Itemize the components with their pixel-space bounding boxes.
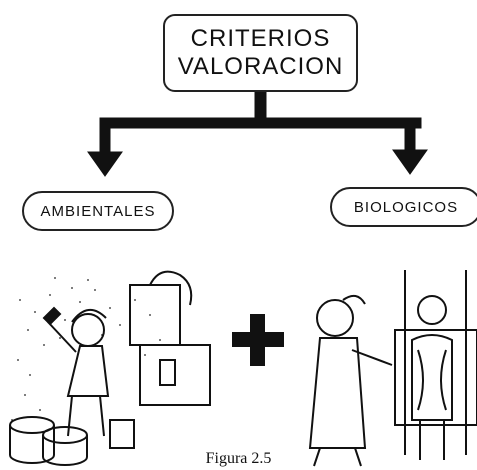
machine-panel <box>159 359 176 386</box>
child-node-biologicos-label: BIOLOGICOS <box>353 198 459 216</box>
root-node-criterios-valoracion: CRITERIOS VALORACION <box>163 14 358 92</box>
doctor-head <box>316 299 354 337</box>
child-node-ambientales: AMBIENTALES <box>22 191 174 231</box>
plus-operator <box>232 314 284 366</box>
worker-legs <box>67 395 105 437</box>
lungs-icon <box>417 349 447 411</box>
doctor-coat <box>308 337 367 449</box>
patient-head <box>417 295 447 325</box>
bucket-body <box>42 435 88 466</box>
left-arrow-head <box>87 151 123 177</box>
worker-head <box>71 313 105 347</box>
doctor-xray-illustration <box>308 270 477 467</box>
doctor-legs <box>313 447 362 467</box>
right-connector <box>404 117 416 155</box>
dust-speckles <box>11 277 161 421</box>
child-node-biologicos: BIOLOGICOS <box>330 187 477 227</box>
machine-upper <box>129 284 181 346</box>
bucket-top <box>42 426 88 444</box>
barrel-body <box>9 425 55 464</box>
machine-lower <box>139 344 211 406</box>
horizontal-connector <box>102 117 422 129</box>
worker-arm <box>47 321 77 353</box>
root-node-line2: VALORACION <box>177 53 344 80</box>
doctor-head-mirror <box>342 294 366 305</box>
xray-panel <box>394 329 477 426</box>
root-node-line1: CRITERIOS <box>190 25 331 52</box>
patient-torso <box>411 334 453 421</box>
machine-pipe <box>149 270 193 306</box>
box <box>109 419 135 449</box>
patient-legs <box>419 420 445 460</box>
worker-environment-illustration <box>9 270 211 466</box>
hammer-icon <box>42 306 62 326</box>
figure-caption: Figura 2.5 <box>205 450 272 467</box>
doctor-pointing-arm <box>351 349 393 366</box>
xray-stand <box>404 270 467 455</box>
right-arrow-head <box>392 149 428 175</box>
connector-lines <box>87 91 428 177</box>
child-node-ambientales-label: AMBIENTALES <box>40 202 156 220</box>
worker-cap <box>71 309 107 323</box>
worker-body <box>66 345 110 397</box>
left-connector <box>99 117 111 157</box>
